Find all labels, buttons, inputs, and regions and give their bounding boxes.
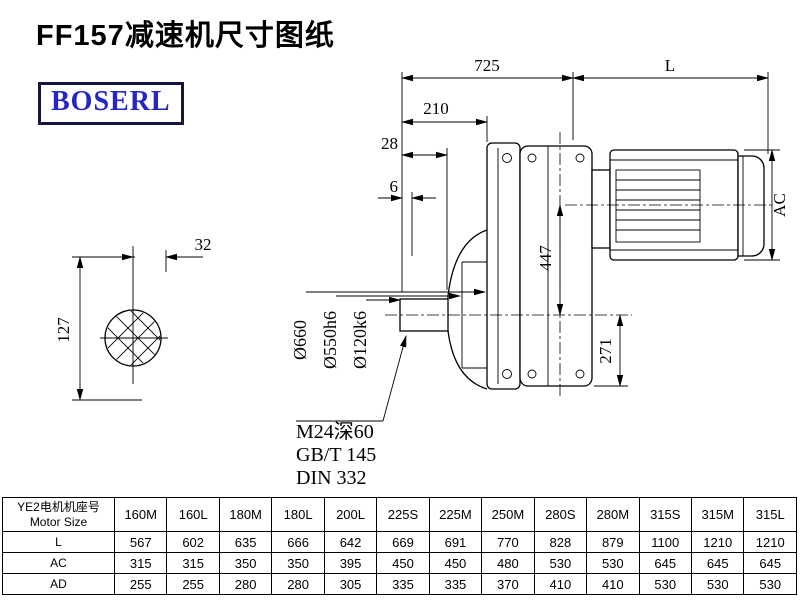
dim-127: 127 bbox=[54, 317, 73, 343]
table-cell: 645 bbox=[743, 552, 797, 574]
technical-drawing: 32 127 bbox=[54, 56, 789, 489]
col-header: 160L bbox=[166, 497, 220, 532]
table-cell: 335 bbox=[428, 573, 483, 595]
table-cell: 280 bbox=[218, 573, 273, 595]
note-thread: M24深60 bbox=[296, 420, 374, 443]
note-din: DIN 332 bbox=[296, 467, 367, 489]
motor-size-header: YE2电机机座号 Motor Size bbox=[2, 497, 115, 532]
table-cell: 315 bbox=[166, 552, 220, 574]
col-header: 315M bbox=[690, 497, 745, 532]
dim-271: 271 bbox=[596, 338, 615, 364]
table-cell: 530 bbox=[533, 552, 588, 574]
table-row-AD: AD 255 255 280 280 305 335 335 370 410 4… bbox=[2, 573, 797, 595]
shaft-end-view: 32 127 bbox=[54, 235, 212, 401]
col-header: 225M bbox=[428, 497, 483, 532]
col-header: 180L bbox=[271, 497, 325, 532]
table-cell: 410 bbox=[586, 573, 640, 595]
dim-L: L bbox=[665, 56, 675, 75]
dim-725: 725 bbox=[474, 56, 500, 75]
motor-adapter bbox=[591, 169, 611, 249]
table-cell: 305 bbox=[323, 573, 378, 595]
col-header: 315S bbox=[638, 497, 692, 532]
table-cell: 691 bbox=[428, 531, 483, 553]
dimension-lines bbox=[378, 72, 780, 387]
dia-660: Ø660 bbox=[290, 320, 310, 360]
table-cell: 350 bbox=[218, 552, 273, 574]
table-cell: 642 bbox=[323, 531, 378, 553]
note-gb: GB/T 145 bbox=[296, 444, 376, 466]
motor-fins bbox=[615, 169, 701, 243]
table-cell: 530 bbox=[690, 573, 745, 595]
bell-housing bbox=[447, 229, 488, 390]
table-cell: 879 bbox=[586, 531, 640, 553]
table-cell: 350 bbox=[271, 552, 325, 574]
table-cell: 770 bbox=[481, 531, 535, 553]
page-title: FF157减速机尺寸图纸 bbox=[36, 20, 335, 52]
table-header-row: YE2电机机座号 Motor Size 160M 160L 180M 180L … bbox=[2, 497, 797, 532]
table-cell: 645 bbox=[638, 552, 692, 574]
col-header: 160M bbox=[113, 497, 168, 532]
row-label: AC bbox=[2, 552, 115, 574]
table-cell: 602 bbox=[166, 531, 220, 553]
table-cell: 1210 bbox=[743, 531, 797, 553]
dia-120: Ø120k6 bbox=[350, 311, 370, 369]
fan-cowl bbox=[737, 155, 765, 257]
dim-28: 28 bbox=[381, 134, 398, 153]
table-cell: 645 bbox=[690, 552, 745, 574]
brand-logo: BOSERL bbox=[38, 82, 184, 125]
dim-AC: AC bbox=[770, 193, 789, 217]
dim-210: 210 bbox=[423, 99, 449, 118]
gear-housing bbox=[519, 145, 593, 387]
table-cell: 1100 bbox=[638, 531, 692, 553]
col-header: 280M bbox=[586, 497, 640, 532]
col-header: 280S bbox=[533, 497, 588, 532]
table-cell: 450 bbox=[428, 552, 483, 574]
table-cell: 395 bbox=[323, 552, 378, 574]
table-row-AC: AC 315 315 350 350 395 450 450 480 530 5… bbox=[2, 552, 797, 574]
table-cell: 635 bbox=[218, 531, 273, 553]
diameter-callouts: Ø660 Ø550h6 Ø120k6 bbox=[290, 288, 486, 369]
col-header: 315L bbox=[743, 497, 797, 532]
mounting-flange bbox=[486, 142, 521, 390]
table-cell: 315 bbox=[113, 552, 168, 574]
header-en: Motor Size bbox=[29, 514, 88, 529]
table-cell: 530 bbox=[638, 573, 692, 595]
table-cell: 480 bbox=[481, 552, 535, 574]
table-cell: 255 bbox=[113, 573, 168, 595]
table-cell: 567 bbox=[113, 531, 168, 553]
dia-550: Ø550h6 bbox=[320, 311, 340, 369]
table-cell: 530 bbox=[743, 573, 797, 595]
table-cell: 828 bbox=[533, 531, 588, 553]
table-cell: 370 bbox=[481, 573, 535, 595]
table-cell: 280 bbox=[271, 573, 325, 595]
thread-note-group: M24深60 GB/T 145 DIN 332 bbox=[296, 335, 407, 489]
dim-6: 6 bbox=[390, 177, 399, 196]
table-cell: 410 bbox=[533, 573, 588, 595]
row-label: L bbox=[2, 531, 115, 553]
dim-32: 32 bbox=[195, 235, 212, 254]
col-header: 200L bbox=[323, 497, 378, 532]
dimension-table: YE2电机机座号 Motor Size 160M 160L 180M 180L … bbox=[2, 497, 797, 595]
table-cell: 335 bbox=[376, 573, 430, 595]
gear-unit-side-view: 725 L 210 28 6 AC 447 271 Ø660 Ø550h6 Ø1… bbox=[290, 56, 789, 489]
table-cell: 1210 bbox=[690, 531, 745, 553]
table-cell: 450 bbox=[376, 552, 430, 574]
col-header: 225S bbox=[376, 497, 430, 532]
col-header: 250M bbox=[481, 497, 535, 532]
header-cn: YE2电机机座号 bbox=[17, 499, 100, 514]
table-cell: 669 bbox=[376, 531, 430, 553]
dim-127-group bbox=[72, 256, 142, 401]
row-label: AD bbox=[2, 573, 115, 595]
table-row-L: L 567 602 635 666 642 669 691 770 828 87… bbox=[2, 531, 797, 553]
col-header: 180M bbox=[218, 497, 273, 532]
dim-447: 447 bbox=[536, 245, 555, 271]
table-cell: 255 bbox=[166, 573, 220, 595]
dim-32-group bbox=[108, 250, 203, 272]
table-cell: 530 bbox=[586, 552, 640, 574]
center-lines bbox=[100, 246, 168, 384]
table-cell: 666 bbox=[271, 531, 325, 553]
